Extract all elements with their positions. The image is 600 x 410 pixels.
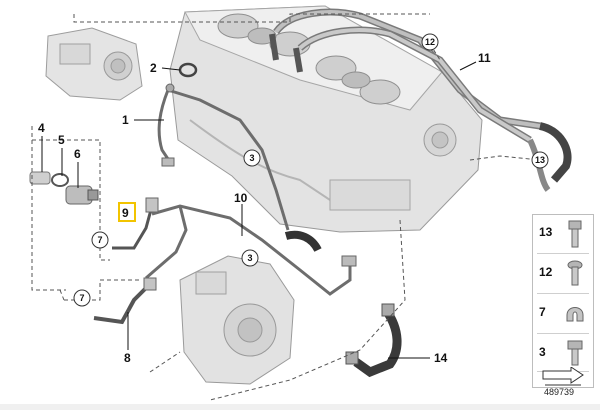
svg-text:7: 7 [79, 293, 84, 303]
turbocharger [179, 255, 295, 385]
bolt-icon [568, 220, 582, 248]
key-row-12: 12 [533, 255, 593, 293]
circled-ref-12: 12 [421, 33, 439, 51]
hose-14 [345, 303, 402, 378]
bottom-strip [0, 404, 600, 410]
key-number: 7 [539, 305, 546, 319]
callout-4: 4 [38, 121, 45, 135]
callout-8: 8 [124, 351, 131, 365]
clamp-icon [566, 307, 584, 322]
leader-lines [41, 61, 477, 359]
selected-part-highlight [118, 202, 136, 222]
callout-9: 9 [122, 206, 129, 220]
callout-1: 1 [122, 113, 129, 127]
svg-text:7: 7 [97, 235, 102, 245]
key-number: 13 [539, 225, 553, 239]
line-1 [157, 83, 290, 231]
callout-5: 5 [58, 133, 65, 147]
document-number: 489739 [544, 387, 575, 397]
circled-ref-7-upper: 7 [91, 231, 109, 249]
key-row-7: 7 [533, 295, 593, 333]
svg-text:13: 13 [535, 155, 545, 165]
key-number: 12 [539, 265, 553, 279]
intake-housing [45, 27, 143, 101]
circled-ref-13: 13 [531, 151, 549, 169]
callout-14: 14 [434, 351, 448, 365]
callout-6: 6 [74, 147, 81, 161]
screw-icon [567, 260, 583, 286]
callout-2: 2 [150, 61, 157, 75]
reference-lines [31, 13, 541, 401]
callout-10: 10 [234, 191, 248, 205]
line-10 [145, 204, 357, 296]
fastener-key-panel: 13 12 7 3 [532, 214, 594, 388]
callout-11: 11 [478, 51, 491, 65]
circled-ref-3-lower: 3 [241, 249, 259, 267]
bolt-icon [567, 340, 583, 366]
reference-arrow-icon [542, 367, 584, 386]
svg-text:3: 3 [247, 253, 252, 263]
circled-ref-7-lower: 7 [73, 289, 91, 307]
key-row-3: 3 [533, 335, 593, 373]
engine-block [169, 5, 483, 233]
svg-text:12: 12 [425, 37, 435, 47]
key-row-13: 13 [533, 215, 593, 253]
circled-ref-3-upper: 3 [243, 149, 261, 167]
fitting-parts-4-5-6 [29, 171, 99, 205]
hose-9 [112, 197, 159, 250]
pipe-11 [269, 8, 572, 192]
hose-8 [93, 277, 157, 325]
svg-text:3: 3 [249, 153, 254, 163]
key-number: 3 [539, 345, 546, 359]
